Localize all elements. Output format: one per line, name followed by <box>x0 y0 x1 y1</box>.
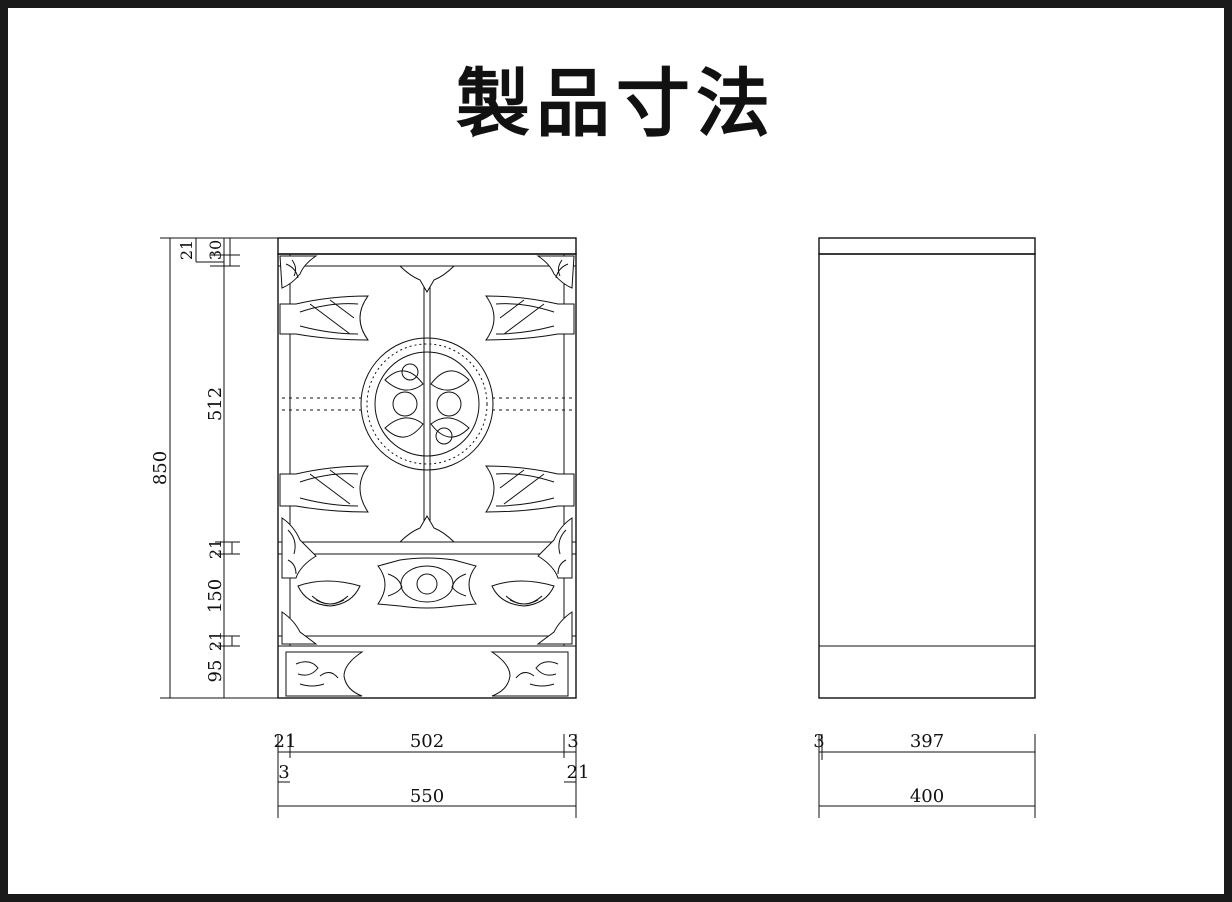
height-dimension-lines <box>160 237 278 699</box>
dim-rail-upper: 21 <box>206 539 225 559</box>
side-view <box>818 237 1036 699</box>
front-view <box>277 237 577 699</box>
dim-front-total: 550 <box>410 786 444 807</box>
dim-side-total: 400 <box>910 786 944 807</box>
dim-front-right-side: 21 <box>567 762 590 783</box>
dim-drawer: 150 <box>205 579 226 613</box>
dim-doors: 512 <box>205 387 226 421</box>
dim-top-gap: 30 <box>206 240 225 260</box>
dim-base: 95 <box>205 660 226 683</box>
page-title: 製品寸法 <box>456 61 776 147</box>
dim-rail-lower: 21 <box>206 631 225 651</box>
dim-front-left-side: 21 <box>274 731 297 752</box>
dim-front-left-gap: 3 <box>278 762 289 783</box>
dim-front-inner: 502 <box>410 731 444 752</box>
dim-side-gap: 3 <box>813 731 824 752</box>
dim-front-right-gap: 3 <box>567 731 578 752</box>
dim-side-inner: 397 <box>910 731 944 752</box>
side-depth-dimension-lines <box>818 734 1036 818</box>
dim-total-height: 850 <box>150 451 171 485</box>
dim-top-board: 21 <box>177 240 196 260</box>
front-width-dimension-lines <box>277 734 577 818</box>
